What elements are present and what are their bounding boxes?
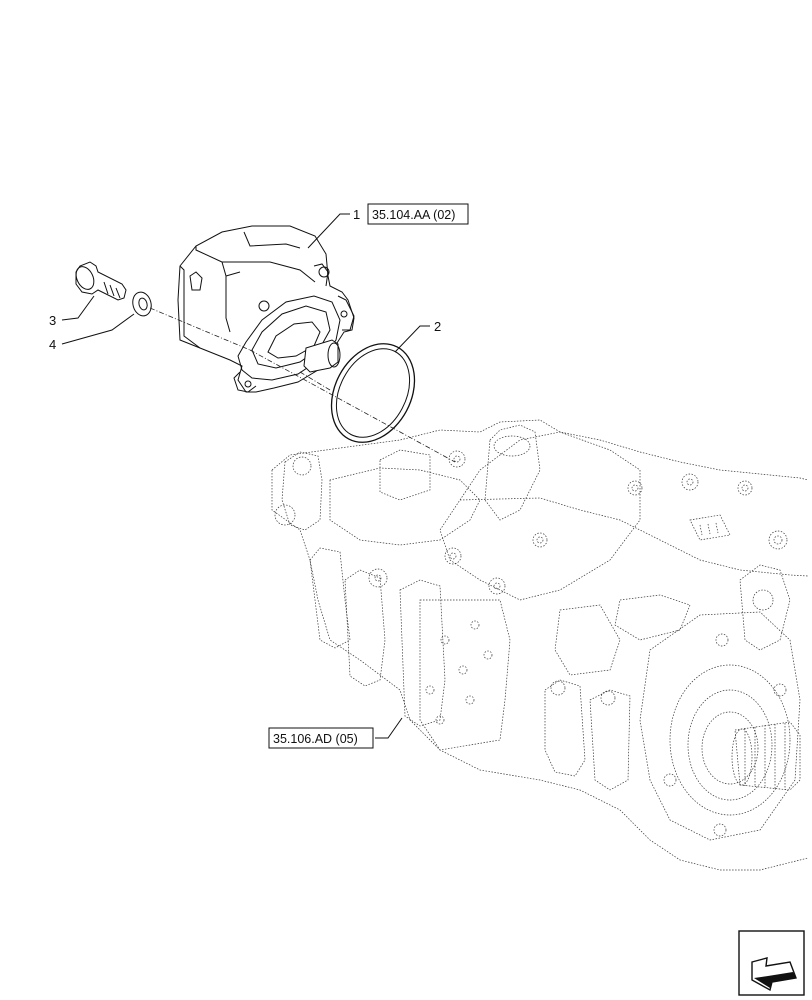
reference-box-main[interactable]: 35.106.AD (05) (268, 727, 374, 749)
assembly-centerlines (149, 307, 456, 463)
callout-4: 4 (49, 337, 56, 352)
callout-3: 3 (49, 313, 56, 328)
leader-lines (61, 213, 430, 739)
reference-main-label: 35.106.AD (05) (273, 732, 358, 746)
navigation-arrow-icon[interactable] (738, 930, 805, 996)
bolt-item-3 (75, 261, 127, 301)
washer-item-4 (132, 291, 152, 317)
callout-1: 1 (353, 207, 360, 222)
main-hydraulic-pump-assembly (271, 419, 809, 871)
callout-2: 2 (434, 319, 441, 334)
reference-box-pump[interactable]: 35.104.AA (02) (367, 203, 469, 225)
reference-pump-label: 35.104.AA (02) (372, 208, 455, 222)
gear-pump-item-1 (177, 225, 355, 393)
